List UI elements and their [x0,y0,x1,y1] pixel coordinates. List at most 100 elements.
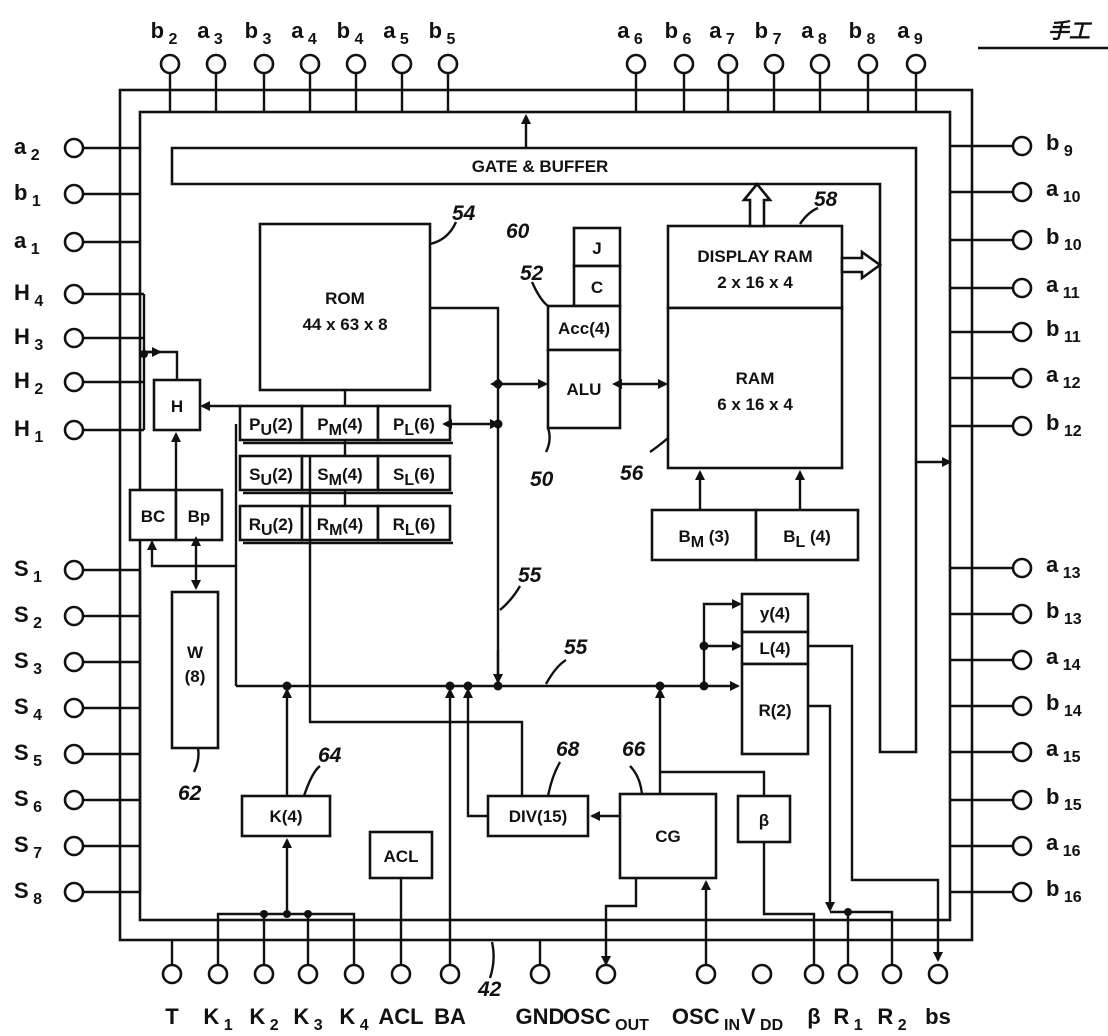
bottom-pin-terminal [529,963,551,985]
display-ram-up-hollow-arrow [741,181,773,228]
left-pin-terminal [63,231,85,253]
bp-label: Bp [188,507,211,526]
div-block [486,794,590,838]
ram-label: RAM [736,369,775,388]
s-register-label: SL(6) [393,465,435,489]
ref-66-leader [629,765,644,795]
right-pin-terminal [1011,181,1033,203]
right-pin-label: a 12 [1046,362,1081,392]
h-to-pins-arrow [144,350,179,380]
r-register [740,662,810,756]
bottom-pin-terminal [595,963,617,985]
bus-junction-dot-2 [493,419,503,429]
ref-55a-leader [499,585,522,611]
top-pin-label: b 3 [245,18,272,48]
ref-68-leader [546,761,562,797]
w-size-label: (8) [185,667,206,686]
bus-junction-dot-4 [282,681,292,691]
bottom-pin-label: K 2 [249,1004,278,1034]
right-pin-terminal [1011,881,1033,903]
alu-block [546,348,622,430]
right-pin-label: b 13 [1046,598,1082,628]
ref-58-leader [799,206,819,225]
rom-size-label: 44 x 63 x 8 [302,315,387,334]
left-pin-label: S 6 [14,786,42,816]
j-label: J [592,239,601,258]
right-pin-terminal [1011,741,1033,763]
bottom-pin-terminal [695,963,717,985]
right-pin-label: b 10 [1046,224,1082,254]
top-pin-label: b 4 [337,18,364,48]
ref-54: 54 [452,202,476,225]
display-ram-right-hollow-arrow [840,249,883,281]
top-pin-label: a 5 [383,18,409,48]
beta-to-bus-line [660,770,766,796]
k-junction-dot-1 [260,910,268,918]
right-pin-terminal [1011,557,1033,579]
bl-label: BL (4) [783,527,831,551]
y-label: y(4) [760,604,790,623]
w-label: W [187,643,204,662]
left-pin-terminal [63,137,85,159]
ref-56-leader [649,437,669,453]
ref-62-leader [192,747,200,773]
left-pin-label: b 1 [14,180,41,210]
right-pin-terminal [1011,835,1033,857]
left-pin-terminal [63,835,85,857]
bottom-pin-terminal [439,963,461,985]
bottom-pin-terminal [881,963,903,985]
left-pin-terminal [63,743,85,765]
right-pin-terminal [1011,135,1033,157]
bp-register [174,488,224,542]
right-pin-terminal [1011,649,1033,671]
k-junction-dot-3 [304,910,312,918]
bottom-pin-label: V DD [741,1004,783,1034]
top-pin-terminal [857,53,879,75]
bottom-pin-label: ACL [378,1004,423,1029]
r-to-r1-line [808,704,835,912]
gate-buffer-bus [170,146,918,754]
ref-66: 66 [622,738,646,761]
ref-54-leader [429,221,458,246]
r-register-label: RL(6) [393,515,436,539]
right-pin-label: b 14 [1046,690,1082,720]
h-junction-dot [140,350,148,358]
div-label: DIV(15) [509,807,568,826]
bus-junction-dot-3 [493,681,503,691]
right-pin-terminal [1011,367,1033,389]
right-pin-terminal [1011,415,1033,437]
s-register-cell [376,454,452,492]
ref-42-leader [488,941,495,979]
display-ram-block [666,224,844,310]
ram-size-label: 6 x 16 x 4 [717,395,793,414]
bus-junction-dot-6 [463,681,473,691]
left-pin-terminal [63,371,85,393]
bottom-pin-label: K 3 [293,1004,322,1034]
bottom-pin-label: bs [925,1004,951,1029]
right-pin-label: a 15 [1046,736,1081,766]
ref-68: 68 [556,738,580,761]
top-pin-label: a 8 [801,18,827,48]
ref-58: 58 [814,188,838,211]
bus-55-vertical [430,306,500,686]
top-pin-terminal [905,53,927,75]
ref-52: 52 [520,262,544,285]
cg-label: CG [655,827,681,846]
bottom-pin-terminal [803,963,825,985]
beta-block [736,794,792,844]
right-pin-label: b 12 [1046,410,1082,440]
div-to-s-line [308,456,524,796]
left-pin-terminal [63,697,85,719]
bus-junction-dot-8 [699,681,709,691]
right-pin-terminal [1011,321,1033,343]
bottom-pin-label: β [807,1004,820,1029]
ref-55b-leader [544,658,567,685]
right-pin-terminal [1011,229,1033,251]
bottom-pin-terminal [837,963,859,985]
acc-register [546,304,622,352]
ref-52-leader [530,281,549,307]
register-rows: PU(2)PM(4)PL(6)SU(2)SM(4)SL(6)RU(2)RM(4)… [238,404,453,545]
left-pin-label: S 2 [14,602,42,632]
left-pin-terminal [63,419,85,441]
ref-62: 62 [178,782,202,805]
